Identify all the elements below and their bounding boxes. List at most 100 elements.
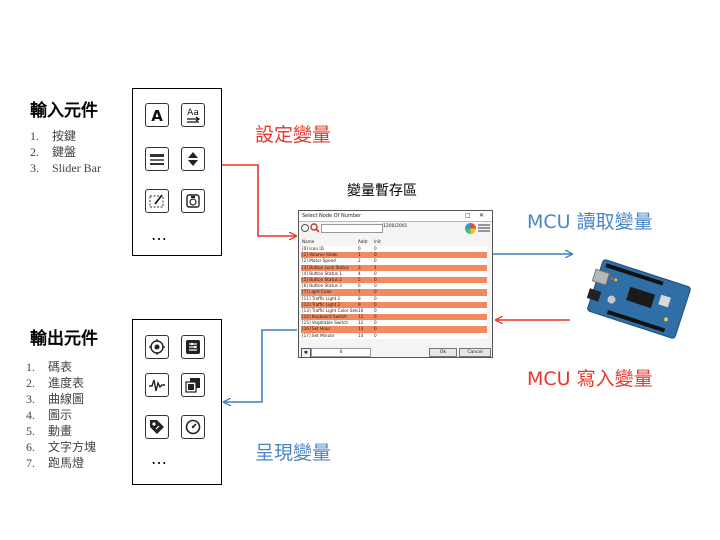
table-cell: [3] Button Lock Status [302, 264, 349, 270]
mcu-board-image [586, 259, 691, 339]
table-cell: 0 [374, 258, 377, 264]
timer-icon [181, 415, 205, 439]
mcu-read-label: MCU 讀取變量 [527, 211, 653, 233]
table-row[interactable]: [16] Set Hour 13 0 [301, 326, 487, 333]
table-row[interactable]: [0] Icon ID 0 0 [301, 246, 487, 253]
text-font-icon: A [145, 103, 169, 127]
ok-button[interactable]: Ok [429, 348, 457, 357]
present-variable-label: 呈現變量 [255, 442, 332, 464]
set-variable-label: 設定變量 [255, 124, 332, 146]
spinner-icon [181, 147, 205, 171]
table-cell: [7] Light Color [302, 289, 332, 295]
list-item: 7.跑馬燈 [26, 456, 85, 470]
output-heading: 輸出元件 [30, 329, 98, 349]
table-cell: [12] Traffic Light 2 [302, 301, 341, 307]
table-cell: 12 [358, 320, 364, 326]
input-heading: 輸入元件 [30, 101, 98, 121]
list-item: 3.曲線圖 [26, 392, 85, 406]
table-cell: [2] Motor Speed [302, 258, 336, 264]
tag-icon [145, 415, 169, 439]
table-cell: 0 [374, 320, 377, 326]
column-header: Name [302, 239, 315, 244]
ellipsis: … [151, 225, 169, 244]
settings-icon[interactable]: ✱ [301, 348, 311, 358]
table-cell: 7 [358, 289, 361, 295]
table-cell: [0] Icon ID [302, 246, 324, 251]
list-item: 5.動畫 [26, 424, 73, 438]
dialog-titlebar: Select Node Of Number □ ✕ [299, 211, 492, 222]
table-cell: [4] Button Status 1 [302, 270, 342, 276]
table-row[interactable]: [17] Set Minute 14 0 [301, 332, 487, 339]
table-row[interactable]: [3] Button Lock Status 3 1 [301, 264, 487, 271]
table-cell: 10 [358, 307, 364, 313]
edit-icon [145, 189, 169, 213]
table-cell: 0 [374, 246, 377, 251]
search-input[interactable] [321, 224, 383, 233]
table-cell: 0 [374, 283, 377, 289]
table-cell: [13] Traffic Light Color Select [302, 307, 358, 313]
cancel-button[interactable]: Cancel [459, 348, 491, 357]
progress-icon [181, 335, 205, 359]
table-cell: [6] Button Status 3 [302, 283, 342, 289]
list-item: 2.進度表 [26, 376, 85, 390]
table-cell: 0 [374, 295, 377, 301]
column-header: Addr [358, 239, 368, 244]
table-cell: 1 [374, 264, 377, 270]
table-cell: 0 [374, 252, 377, 258]
gauge-target-icon [145, 335, 169, 359]
table-row[interactable]: [2] Motor Speed 2 0 [301, 258, 487, 265]
list-item: 6.文字方塊 [26, 440, 97, 454]
output-components-panel: … [132, 319, 222, 485]
table-cell: 13 [358, 326, 364, 332]
table-cell: 14 [358, 332, 364, 338]
list-item: 4.圖示 [26, 408, 73, 422]
table-cell: 3 [358, 264, 361, 270]
svg-text:Aa: Aa [187, 108, 199, 118]
table-cell: 0 [374, 307, 377, 313]
table-cell: 5 [358, 276, 361, 282]
value-field[interactable]: 0 [311, 348, 371, 357]
return-key-icon [181, 189, 205, 213]
table-cell: 1 [358, 252, 361, 258]
maximize-icon[interactable]: □ [465, 212, 471, 219]
table-cell: 0 [374, 326, 377, 332]
list-item: 3.Slider Bar [30, 161, 101, 175]
svg-text:A: A [151, 107, 163, 124]
set-variable-arrow [222, 164, 296, 236]
input-list: 1.按鍵 2.鍵盤 3.Slider Bar [30, 128, 101, 176]
variable-select-dialog: Select Node Of Number □ ✕ 1200/2001 Name… [298, 210, 493, 358]
back-icon[interactable] [301, 224, 309, 232]
variable-buffer-label: 變量暫存區 [347, 183, 417, 199]
table-cell: [1] Volume Slider [302, 252, 339, 258]
output-list: 1.碼表 2.進度表 3.曲線圖 4.圖示 5.動畫 6.文字方塊 7.跑馬燈 [26, 359, 96, 471]
list-item: 1.按鍵 [30, 129, 77, 143]
table-cell: [17] Set Minute [302, 332, 335, 338]
search-icon[interactable] [310, 223, 320, 233]
table-cell: 0 [374, 314, 377, 320]
close-icon[interactable]: ✕ [479, 212, 485, 219]
list-item: 2.鍵盤 [30, 145, 77, 159]
table-cell: 0 [358, 246, 361, 251]
list-view-icon[interactable] [478, 224, 490, 232]
table-cell: 2 [358, 258, 361, 264]
table-cell: 9 [358, 301, 361, 307]
color-wheel-icon[interactable] [465, 223, 476, 234]
table-cell: [14] Keyboard Switch [302, 314, 347, 320]
table-cell: 0 [374, 332, 377, 338]
dialog-title: Select Node Of Number [302, 213, 362, 219]
table-cell: [16] Set Hour [302, 326, 331, 332]
table-header: Name Addr Init [301, 239, 487, 245]
table-row[interactable]: [1] Volume Slider 1 0 [301, 252, 487, 259]
table-cell: [5] Button Status 2 [302, 276, 342, 282]
